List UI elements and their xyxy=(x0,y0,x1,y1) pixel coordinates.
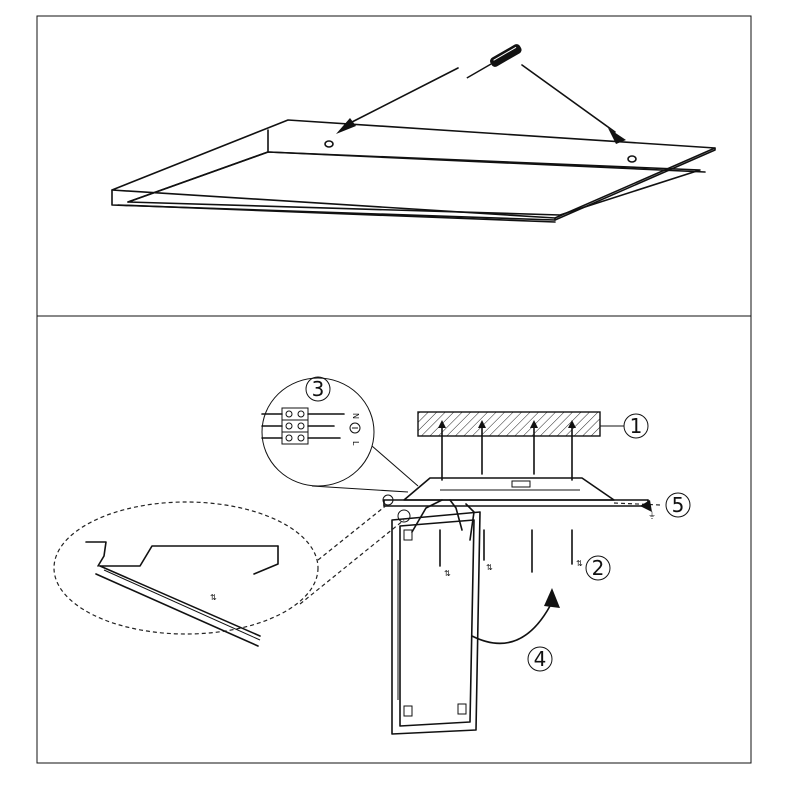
svg-text:⇅: ⇅ xyxy=(210,593,217,602)
screw-leader-right xyxy=(521,64,626,144)
step-3-label: 3 xyxy=(312,377,325,401)
led-panel-top xyxy=(111,119,716,223)
step-2-label: 2 xyxy=(592,556,605,580)
step-1-label: 1 xyxy=(630,414,643,438)
rotate-arrow xyxy=(471,605,551,645)
mounting-screws: ⇅ ⇅ ⇅ xyxy=(439,529,583,578)
step-4-label: 4 xyxy=(534,647,547,671)
hinge-detail-callout: ⇅ xyxy=(53,501,405,647)
terminal-n-label: N xyxy=(351,413,360,419)
screw-hole-right xyxy=(627,155,637,163)
step-4-marker xyxy=(527,646,553,672)
ground-symbol-icon xyxy=(349,422,361,434)
hinge-locator xyxy=(397,509,411,523)
wire-connector: ⏚ xyxy=(613,500,661,520)
ceiling-block xyxy=(417,411,601,437)
surface-mount-box xyxy=(383,477,649,507)
suspension-wires xyxy=(438,420,576,481)
step-5-marker xyxy=(665,492,691,518)
step-5-label: 5 xyxy=(672,493,685,517)
screw-hole-left xyxy=(324,140,334,148)
detail-locator xyxy=(382,494,394,506)
wiring-detail-callout: N L xyxy=(261,377,419,493)
screwdriver-icon xyxy=(466,44,522,79)
bottom-panel-frame xyxy=(36,315,752,764)
terminal-l-label: L xyxy=(351,441,360,446)
step-2-marker xyxy=(585,555,611,581)
step-3-marker xyxy=(305,376,331,402)
svg-text:⇅: ⇅ xyxy=(486,563,493,572)
screw-leader-left xyxy=(336,67,459,134)
svg-text:⏚: ⏚ xyxy=(648,511,656,520)
svg-text:⇅: ⇅ xyxy=(576,559,583,568)
led-panel-hanging xyxy=(391,499,481,735)
svg-text:⇅: ⇅ xyxy=(444,569,451,578)
top-panel-frame xyxy=(36,15,752,317)
